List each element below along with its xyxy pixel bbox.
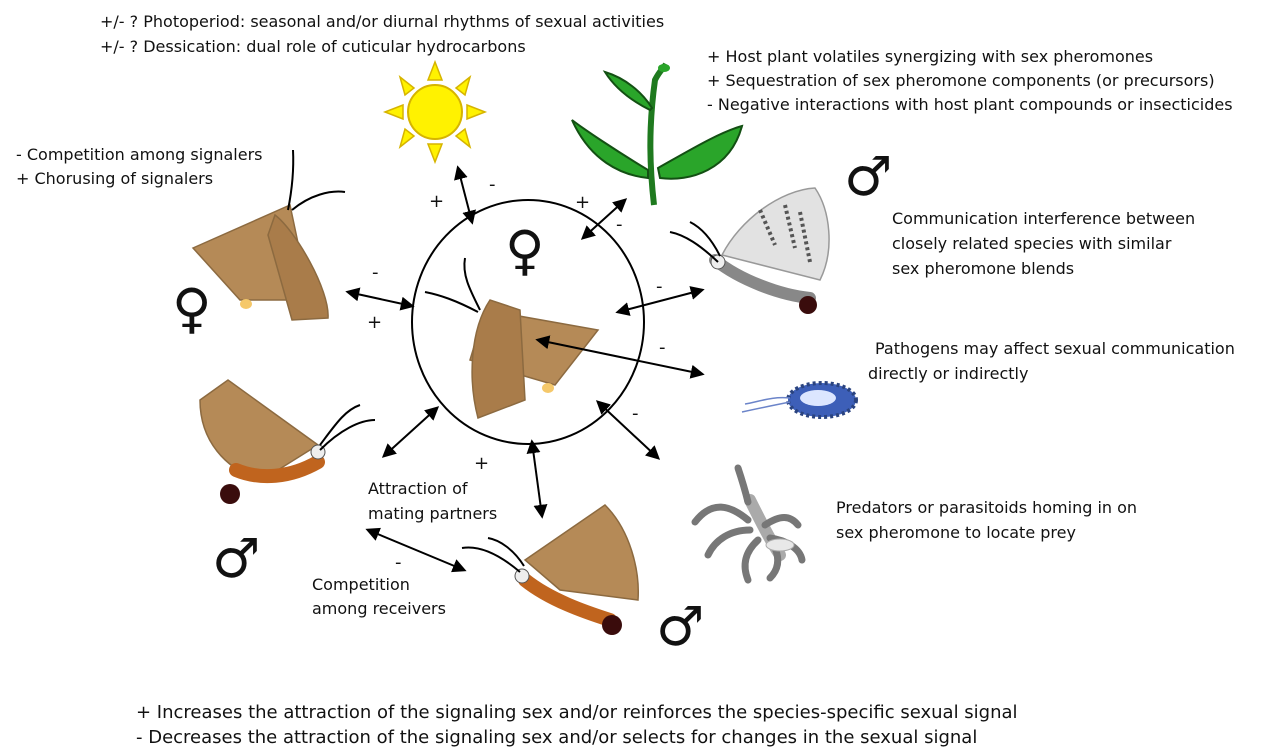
interference-text-line3: sex pheromone blends — [892, 258, 1074, 280]
minus-sign: - — [656, 278, 663, 296]
pathogen-text-line2: directly or indirectly — [868, 363, 1028, 385]
competition-receivers-line1: Competition — [312, 574, 410, 596]
minus-sign: - — [395, 554, 402, 572]
minus-sign: - — [632, 405, 639, 423]
attraction-text-line1: Attraction of — [368, 478, 468, 500]
plus-sign: + — [429, 193, 444, 211]
minus-sign: - — [372, 264, 379, 282]
moth-icon — [193, 150, 345, 320]
photoperiod-text: +/- ? Photoperiod: seasonal and/or diurn… — [100, 11, 664, 33]
dessication-text: +/- ? Dessication: dual role of cuticula… — [100, 36, 526, 58]
pathogen-text-line1: Pathogens may affect sexual communicatio… — [875, 338, 1235, 360]
plus-sign: + — [575, 194, 590, 212]
plus-sign: + — [474, 455, 489, 473]
minus-sign: - — [616, 216, 623, 234]
pathogen-icon — [742, 383, 856, 417]
moth-icon — [670, 188, 829, 314]
moth-icon — [425, 258, 598, 418]
minus-sign: - — [489, 176, 496, 194]
plant-text-line2: + Sequestration of sex pheromone compone… — [707, 70, 1215, 92]
minus-sign: - — [659, 339, 666, 357]
predator-icon — [695, 468, 802, 580]
female-symbol: ♀ — [505, 224, 545, 278]
moth-icon — [200, 380, 375, 504]
legend-minus: - Decreases the attraction of the signal… — [136, 727, 977, 749]
male-symbol: ♂ — [844, 150, 892, 204]
plant-text-line3: - Negative interactions with host plant … — [707, 94, 1233, 116]
interference-text-line2: closely related species with similar — [892, 233, 1171, 255]
attraction-text-line2: mating partners — [368, 503, 497, 525]
competition-receivers-line2: among receivers — [312, 598, 446, 620]
signalers-text-line2: + Chorusing of signalers — [16, 168, 213, 190]
legend-plus: + Increases the attraction of the signal… — [136, 702, 1018, 724]
plant-text-line1: + Host plant volatiles synergizing with … — [707, 46, 1153, 68]
interference-text-line1: Communication interference between — [892, 208, 1195, 230]
sun-icon — [385, 62, 485, 162]
male-symbol: ♂ — [212, 532, 260, 586]
female-symbol: ♀ — [172, 282, 212, 336]
plus-sign: + — [367, 314, 382, 332]
male-symbol: ♂ — [656, 600, 704, 654]
signalers-text-line1: - Competition among signalers — [16, 144, 263, 166]
predator-text-line2: sex pheromone to locate prey — [836, 522, 1076, 544]
predator-text-line1: Predators or parasitoids homing in on — [836, 497, 1137, 519]
